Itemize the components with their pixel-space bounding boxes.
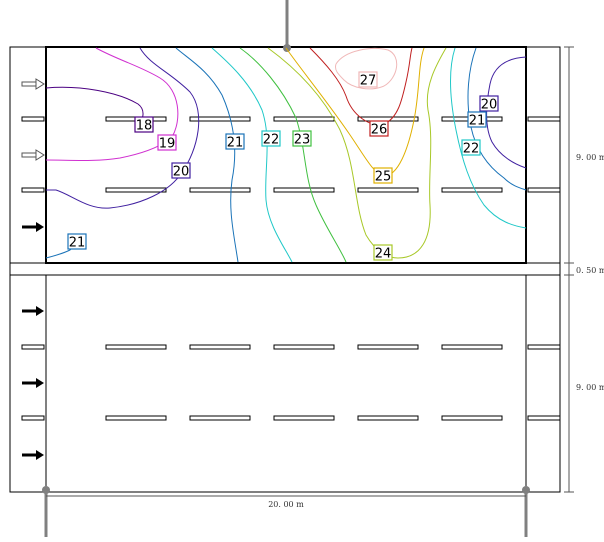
- contour-value: 21: [227, 136, 244, 151]
- height-top-dimension: 9. 00 m: [576, 153, 604, 162]
- luminaire: [21, 187, 45, 193]
- luminaire: [527, 187, 561, 193]
- entry-arrows: [21, 78, 45, 460]
- top-bay-measurement-area: [45, 46, 527, 264]
- contour-value: 22: [263, 133, 280, 148]
- top-pointer-dot: [283, 44, 291, 52]
- height-bottom-dimension: 9. 00 m: [576, 383, 604, 392]
- contour-value: 25: [375, 170, 392, 185]
- luminaire: [357, 344, 419, 350]
- contour-value: 20: [481, 98, 498, 113]
- contour-label: 20: [479, 95, 499, 113]
- luminaire: [527, 415, 561, 421]
- top-bay: [45, 46, 527, 264]
- luminaire: [441, 344, 503, 350]
- contour-line-22-left: [211, 47, 293, 263]
- separator-band: [9, 262, 561, 276]
- contour-value: 18: [136, 119, 153, 134]
- contour-value: 23: [294, 133, 311, 148]
- contour-label: 24: [373, 244, 393, 262]
- contour-label: 25: [373, 167, 393, 185]
- luminaire: [527, 116, 561, 122]
- contour-line-20-right: [486, 56, 527, 169]
- contour-label: 26: [369, 120, 389, 138]
- filled-arrow-icon: [22, 222, 44, 232]
- luminaire: [273, 187, 335, 193]
- filled-arrow-icon: [22, 306, 44, 316]
- luminaire-rows: [21, 116, 561, 421]
- luminaire: [105, 344, 167, 350]
- luminaire: [273, 415, 335, 421]
- contour-label: 27: [358, 71, 378, 89]
- luminaire: [21, 116, 45, 122]
- contour-line-21-left: [175, 47, 239, 263]
- luminaire: [357, 187, 419, 193]
- contour-label: 21: [467, 111, 487, 129]
- isolux-contours: [45, 47, 527, 263]
- bottom-bay: [45, 275, 527, 492]
- contour-label: 22: [461, 139, 481, 157]
- contour-value: 26: [371, 123, 388, 138]
- bottom-left-pointer-dot: [42, 486, 50, 494]
- luminaire: [357, 415, 419, 421]
- hollow-arrow-icon: [21, 78, 45, 90]
- luminaire: [189, 415, 251, 421]
- luminaire: [441, 187, 503, 193]
- filled-arrow-icon: [22, 378, 44, 388]
- contour-value: 24: [375, 247, 392, 262]
- width-dimension: 20. 00 m: [268, 500, 304, 509]
- hollow-arrow-icon: [21, 149, 45, 161]
- contour-value: 21: [469, 114, 486, 129]
- filled-arrow-icon: [22, 450, 44, 460]
- luminaire: [105, 415, 167, 421]
- contour-value: 27: [360, 74, 377, 89]
- contour-label: 18: [134, 116, 154, 134]
- luminaire: [189, 116, 251, 122]
- contour-value: 20: [173, 165, 190, 180]
- luminaire: [21, 344, 45, 350]
- dimension-annotations: 9. 00 m 0. 50 m 9. 00 m 20. 00 m: [46, 46, 604, 509]
- contour-line-22-right: [450, 47, 527, 229]
- contour-label: 21: [67, 233, 87, 251]
- luminaire: [527, 344, 561, 350]
- luminaire: [21, 415, 45, 421]
- contour-label: 20: [171, 162, 191, 180]
- contour-value: 21: [69, 236, 86, 251]
- luminaire: [105, 187, 167, 193]
- bottom-right-pointer-dot: [522, 486, 530, 494]
- contour-label: 23: [292, 130, 312, 148]
- luminaire: [189, 187, 251, 193]
- contour-line-24: [267, 47, 447, 259]
- gap-dimension: 0. 50 m: [576, 266, 604, 275]
- contour-line-27: [335, 48, 398, 90]
- pointer-posts: [42, 0, 530, 537]
- contour-label: 22: [261, 130, 281, 148]
- luminaire: [273, 344, 335, 350]
- contour-label: 21: [225, 133, 245, 151]
- luminaire: [273, 116, 335, 122]
- contour-line-23: [239, 47, 347, 263]
- luminaire: [189, 344, 251, 350]
- contour-label: 19: [157, 134, 177, 152]
- luminaire: [441, 415, 503, 421]
- contour-value: 22: [463, 142, 480, 157]
- contour-value: 19: [159, 137, 176, 152]
